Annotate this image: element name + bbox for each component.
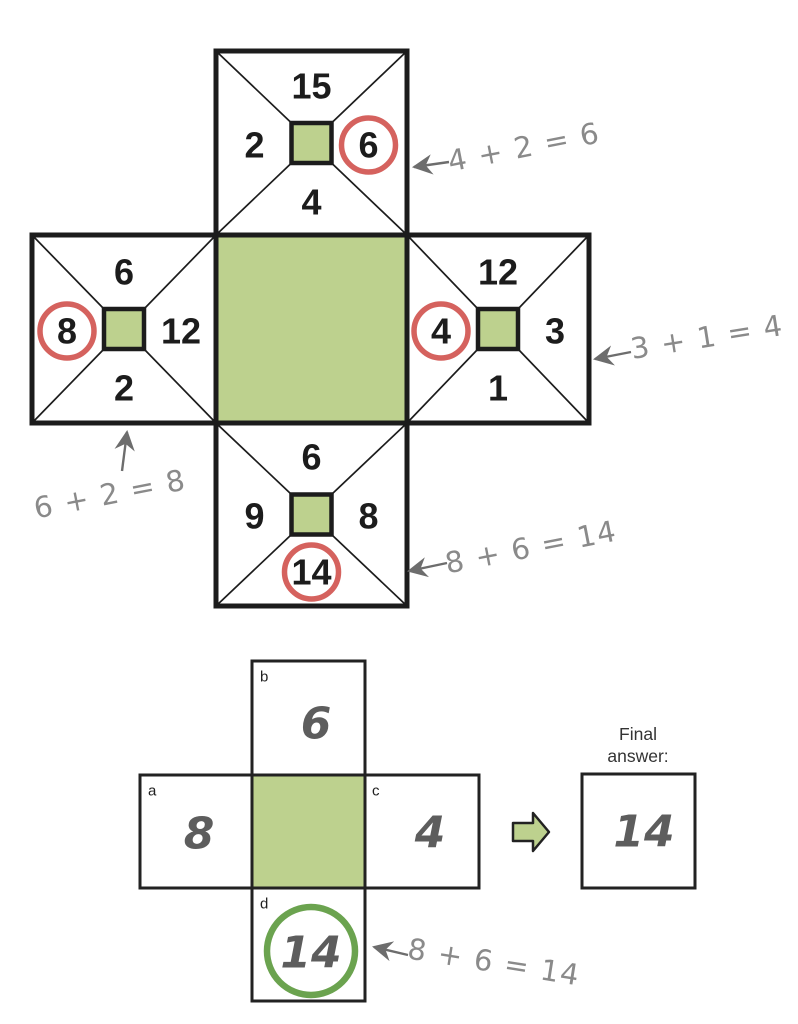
handwritten-value-a: 8 <box>184 809 215 860</box>
upper-right-face: 12 4 3 1 <box>404 232 592 426</box>
arrow-to-left-face <box>114 429 135 472</box>
answer-circle <box>281 542 342 602</box>
face-value-top: 6 <box>301 437 321 478</box>
face-letter-a: a <box>148 782 157 799</box>
face-letter-d: d <box>260 895 268 912</box>
face-value-left-circled: 4 <box>431 311 451 352</box>
answer-circle <box>37 301 97 361</box>
lower-face-b <box>250 659 367 777</box>
face-value-right: 12 <box>161 311 201 352</box>
lower-net: b a c d 6 8 4 14 8 + 6 = 14 Final answer… <box>138 659 697 1003</box>
green-square-icon <box>101 306 147 352</box>
face-value-bottom-circled: 14 <box>291 552 331 593</box>
equation-right: 3 + 1 = 4 <box>628 308 786 366</box>
face-value-top: 15 <box>291 66 331 107</box>
equation-left: 6 + 2 = 8 <box>31 463 189 526</box>
arrow-to-right-face <box>592 345 632 366</box>
face-value-bottom: 1 <box>488 368 508 409</box>
answer-circle-green <box>263 903 359 999</box>
face-value-right: 3 <box>545 311 565 352</box>
diagonal-lines <box>215 50 408 236</box>
face-letter-c: c <box>372 782 380 799</box>
lower-face-c <box>363 773 481 890</box>
face-value-top: 12 <box>478 252 518 293</box>
equation-bottom: 8 + 6 = 14 <box>442 514 620 581</box>
final-answer-value: 14 <box>613 807 674 858</box>
final-answer-label-line2: answer: <box>607 746 668 766</box>
green-square-icon <box>289 492 334 537</box>
diagonal-lines <box>31 234 217 424</box>
handwritten-value-c: 4 <box>414 808 446 859</box>
upper-center-face <box>213 232 410 426</box>
face-value-bottom: 4 <box>301 182 321 223</box>
upper-top-face: 15 2 6 4 <box>213 48 410 238</box>
answer-circle <box>338 115 399 175</box>
answer-circle <box>411 301 471 361</box>
diagonal-lines <box>406 234 590 424</box>
arrow-to-top-face <box>411 154 450 175</box>
face-value-right: 8 <box>358 496 378 537</box>
face-value-left: 2 <box>244 125 264 166</box>
handwritten-value-b: 6 <box>301 699 332 750</box>
green-square-icon <box>475 306 521 352</box>
upper-left-face: 6 8 12 2 <box>29 232 219 426</box>
upper-net: 15 2 6 4 6 8 12 2 <box>29 48 786 609</box>
lower-center-face <box>250 773 367 890</box>
face-value-left: 9 <box>244 496 264 537</box>
arrow-to-bottom-face <box>407 557 448 578</box>
face-value-left-circled: 8 <box>57 311 77 352</box>
final-answer-box <box>580 772 697 890</box>
diagonal-lines <box>215 422 408 607</box>
handwritten-value-d: 14 <box>280 928 341 979</box>
final-answer-label-line1: Final <box>619 724 657 744</box>
face-value-top: 6 <box>114 252 134 293</box>
face-value-bottom: 2 <box>114 368 134 409</box>
equation-top: 4 + 2 = 6 <box>445 116 603 179</box>
face-letter-b: b <box>260 668 268 685</box>
lower-face-a <box>138 773 254 890</box>
equation-final: 8 + 6 = 14 <box>405 932 582 993</box>
green-square-icon <box>289 120 334 166</box>
block-arrow-right-icon <box>511 811 551 853</box>
face-value-right-circled: 6 <box>358 125 378 166</box>
upper-bottom-face: 6 9 8 14 <box>213 420 410 609</box>
arrow-to-answer-circle <box>372 941 409 962</box>
